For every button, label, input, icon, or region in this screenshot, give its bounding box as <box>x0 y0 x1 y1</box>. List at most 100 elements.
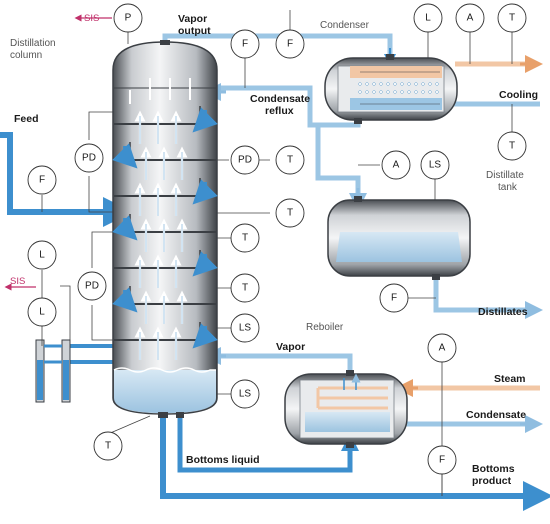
text-labels: SIS SIS Distillation column Vapor output… <box>10 13 538 487</box>
instrument-tag: LS <box>239 389 252 400</box>
condensate-drop <box>365 82 369 86</box>
instrument-circle <box>275 29 305 59</box>
condensate-drop <box>386 90 390 94</box>
distillation-column <box>112 40 218 418</box>
sis-left-label: SIS <box>10 276 25 287</box>
instrument-circle <box>77 271 107 301</box>
vapor-output-label-2: output <box>178 25 211 37</box>
condenser <box>324 54 458 124</box>
instrument-tag: F <box>439 455 445 466</box>
bottoms-product-label-2: product <box>472 475 512 487</box>
distillate-tank-label-1: Distillate <box>486 170 524 181</box>
instrument-circle <box>427 333 457 363</box>
instrument-pd-mid: PD <box>230 145 260 175</box>
instrument-tag: PD <box>82 153 96 164</box>
column-liquid <box>114 370 216 413</box>
instrument-tag: A <box>439 343 446 354</box>
instrument-t-condenser: T <box>497 3 527 33</box>
reboiler-liquid <box>305 412 390 432</box>
instrument-f-distillate: F <box>379 283 409 313</box>
instrument-circle <box>230 379 260 409</box>
level-gauge-1-fill <box>37 360 43 400</box>
instrument-tag: PD <box>238 155 252 166</box>
instrument-ls-tank: LS <box>420 150 450 180</box>
instrument-ls-vapor: LS <box>230 313 260 343</box>
instrument-a-reflux: A <box>381 150 411 180</box>
tank-liquid <box>336 232 462 262</box>
instrument-circle <box>455 3 485 33</box>
instrument-tag: PD <box>85 281 99 292</box>
condensate-drop <box>414 82 418 86</box>
instrument-tag: F <box>242 39 248 50</box>
instrument-tag: T <box>242 233 248 244</box>
instrument-circle <box>230 145 260 175</box>
distillate-tank <box>327 196 471 280</box>
condensate-drop <box>435 90 439 94</box>
instrument-tag: L <box>425 13 431 24</box>
instrument-tag: LS <box>239 323 252 334</box>
instrument-circle <box>230 313 260 343</box>
instrument-tag: LS <box>429 160 442 171</box>
instrument-circle <box>74 143 104 173</box>
distillate-tank-label-2: tank <box>498 182 518 193</box>
instrument-tag: T <box>287 155 293 166</box>
liquid-downflow-arrow <box>192 107 218 133</box>
instrument-circle <box>275 145 305 175</box>
level-gauge-2-fill <box>63 360 69 400</box>
instrument-f-vapor1: F <box>230 29 260 59</box>
condensate-drop <box>393 82 397 86</box>
feed-pipe <box>0 132 110 215</box>
instrument-circle <box>497 131 527 161</box>
distillation-column-label-1: Distillation <box>10 38 56 49</box>
instrument-t-mid2: T <box>275 198 305 228</box>
bottoms-product-pipe <box>160 412 530 499</box>
instrument-t-mid3: T <box>230 223 260 253</box>
instrument-circle <box>381 150 411 180</box>
instrument-tag: T <box>242 283 248 294</box>
instrument-a-condenser: A <box>455 3 485 33</box>
instrument-circle <box>275 198 305 228</box>
instrument-a-steam: A <box>427 333 457 363</box>
instrument-circle <box>93 431 123 461</box>
instrument-tag: A <box>467 13 474 24</box>
instrument-tag: T <box>287 208 293 219</box>
bottom-nozzle <box>158 412 168 418</box>
liquid-downflow-arrow <box>192 323 218 349</box>
instrument-tag: F <box>391 293 397 304</box>
condensate-drop <box>407 82 411 86</box>
reboiler <box>284 370 408 448</box>
condensate-drop <box>372 82 376 86</box>
instrument-l-left1: L <box>27 240 57 270</box>
condensate-drops <box>358 82 439 94</box>
reboiler-label: Reboiler <box>306 322 344 333</box>
condensate-drop <box>421 82 425 86</box>
instrument-l-condenser: L <box>413 3 443 33</box>
instrument-l-left2: L <box>27 297 57 327</box>
instrument-circle <box>420 150 450 180</box>
instrument-circle <box>27 165 57 195</box>
instrument-circle <box>27 240 57 270</box>
instrument-t-cooling: T <box>497 131 527 161</box>
condensate-drop <box>379 90 383 94</box>
condensate-reflux-label-1: Condensate <box>250 93 310 105</box>
instrument-circle <box>230 29 260 59</box>
liquid-downflow-arrow <box>112 215 138 241</box>
instrument-t-mid4: T <box>230 273 260 303</box>
instrument-f-feed: F <box>27 165 57 195</box>
condensate-drop <box>435 82 439 86</box>
vapor-label: Vapor <box>276 341 305 353</box>
instrument-circle <box>379 283 409 313</box>
instrument-circle <box>113 3 143 33</box>
condensate-drop <box>372 90 376 94</box>
condenser-drain-pipe <box>315 125 361 196</box>
condensate-drop <box>414 90 418 94</box>
instrument-circle <box>230 273 260 303</box>
bottoms-product-label-1: Bottoms <box>472 463 515 475</box>
condensate-drop <box>400 90 404 94</box>
steam-label: Steam <box>494 373 526 385</box>
condensate-drop <box>393 90 397 94</box>
feed-label: Feed <box>14 113 39 125</box>
